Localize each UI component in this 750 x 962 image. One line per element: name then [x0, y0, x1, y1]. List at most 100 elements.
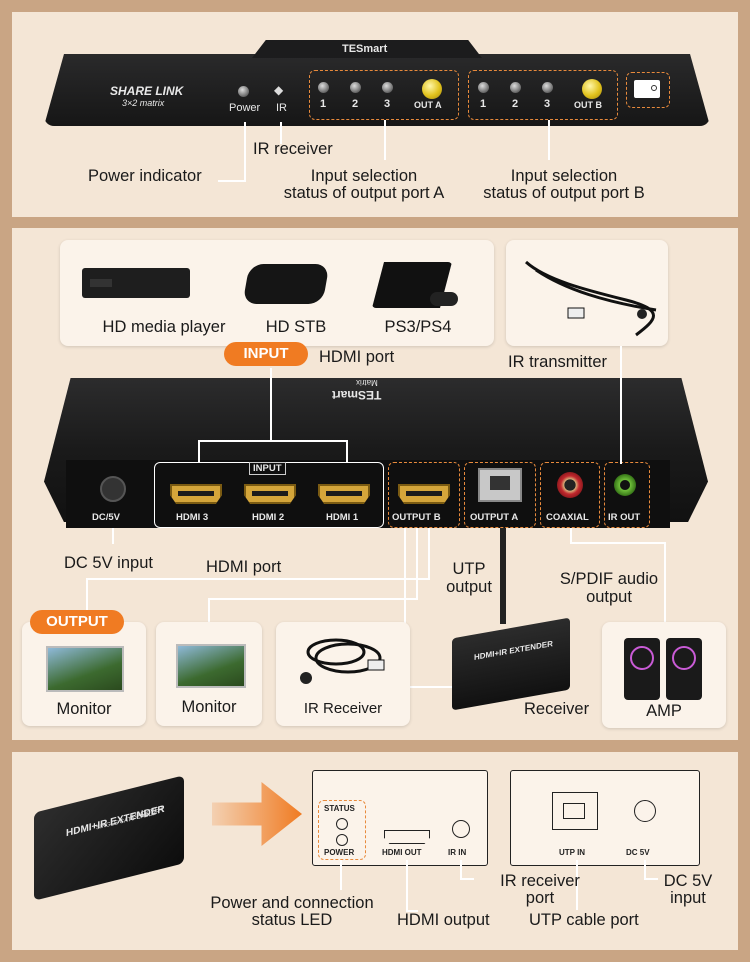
speaker-right-icon — [666, 638, 702, 700]
ir-receiver-label: IR receiver — [253, 140, 333, 158]
monitor-card-2: Monitor — [156, 622, 262, 726]
num-b-3: 3 — [544, 98, 551, 110]
coaxial-port — [557, 472, 583, 498]
hdmi-port-top-label: HDMI port — [319, 348, 395, 366]
output-label-3: IR Receiver — [303, 700, 383, 717]
out-b-label: OUT B — [574, 100, 602, 110]
out-a-button[interactable] — [422, 79, 442, 99]
rj45-port — [478, 468, 522, 502]
hdmi1-label: HDMI 1 — [326, 512, 359, 523]
input-badge: INPUT — [224, 342, 308, 366]
num-b-1: 1 — [480, 98, 487, 110]
hdmi-out-label: HDMI OUT — [382, 848, 422, 857]
num-b-2: 2 — [512, 98, 519, 110]
out-a-label: OUT A — [414, 100, 442, 110]
coaxial-label: COAXIAL — [546, 512, 589, 523]
spdif-label-2: output — [586, 588, 632, 606]
output-label-2: Monitor — [181, 698, 237, 716]
rear-panel-section: HD media player HD STB PS3/PS4 INPUT HDM… — [12, 228, 738, 740]
source-label-1: HD media player — [102, 318, 226, 336]
stb-icon — [242, 264, 330, 304]
receiver-device — [452, 617, 570, 711]
ir-port-label-2: port — [525, 889, 555, 907]
hdmi2-port — [244, 484, 296, 504]
ir-receiver-card: IR Receiver — [276, 622, 410, 726]
led-b-3 — [542, 82, 553, 93]
power-indicator-label: Power indicator — [88, 167, 202, 185]
led-a-1 — [318, 82, 329, 93]
media-player-icon — [82, 268, 190, 298]
hdmi3-port — [170, 484, 222, 504]
dc-jack — [100, 476, 126, 502]
output-b-label: OUTPUT B — [392, 512, 441, 523]
input-group-label: INPUT — [249, 462, 286, 475]
output-a-label: OUTPUT A — [470, 512, 519, 523]
source-label-2: HD STB — [265, 318, 327, 336]
rear-logo: TESmart — [332, 388, 382, 402]
output-a-indicator-group — [309, 70, 459, 120]
dc-label-2: input — [670, 889, 706, 907]
hdmi-out-port — [384, 830, 430, 844]
ir-transmitter-cable-icon — [524, 260, 657, 337]
hdmi2-label: HDMI 2 — [252, 512, 285, 523]
hdmi-output-label: HDMI output — [397, 911, 490, 929]
amp-label: AMP — [646, 702, 682, 720]
switch-off-icon — [651, 85, 657, 91]
dc-input-label: DC 5V input — [64, 554, 153, 572]
power-switch-frame — [626, 72, 670, 108]
utp-in-port — [552, 792, 598, 830]
spdif-label-1: S/PDIF audio — [559, 570, 659, 588]
num-a-1: 1 — [320, 98, 327, 110]
rear-logo-sub: Matrix — [356, 378, 378, 387]
power-switch[interactable] — [634, 80, 660, 98]
output-b-frame — [388, 462, 460, 528]
output-a-frame — [464, 462, 536, 528]
ir-out-frame — [604, 462, 650, 528]
status-b-line2: status of output port B — [483, 184, 645, 202]
led-a-2 — [350, 82, 361, 93]
monitor-card-1: Monitor — [22, 622, 146, 726]
utp-cable — [500, 528, 506, 624]
out-b-button[interactable] — [582, 79, 602, 99]
led-b-1 — [478, 82, 489, 93]
output-b-port — [398, 484, 450, 504]
device-top-ridge — [252, 40, 482, 58]
status-led — [336, 818, 348, 830]
utp-in-label: UTP IN — [559, 848, 586, 857]
power-small-label: POWER — [324, 848, 355, 857]
source-label-3: PS3/PS4 — [384, 318, 452, 336]
status-a-line2: status of output port A — [283, 184, 445, 202]
power-led — [238, 86, 249, 97]
ir-label: IR — [276, 102, 287, 114]
status-led-frame — [318, 800, 366, 860]
output-label-1: Monitor — [56, 700, 112, 718]
output-b-indicator-group — [468, 70, 618, 120]
utp-label-2: output — [446, 578, 492, 596]
coaxial-frame — [540, 462, 600, 528]
hdmi1-port — [318, 484, 370, 504]
dc-5v-label: DC 5V — [626, 848, 650, 857]
sources-card: HD media player HD STB PS3/PS4 — [60, 240, 494, 346]
receiver-detail-section: HDMI+IR EXTENDER SINGLE CAT6 CABLE RECEI… — [12, 752, 738, 950]
ir-transmitter-label: IR transmitter — [508, 353, 608, 371]
num-a-2: 2 — [352, 98, 359, 110]
brand-logo: SHARE LINK — [110, 84, 184, 98]
led-a-3 — [382, 82, 393, 93]
monitor-icon — [46, 646, 124, 692]
hdmi3-label: HDMI 3 — [176, 512, 209, 523]
status-b-line1: Input selection — [510, 167, 618, 185]
speaker-left-icon — [624, 638, 660, 700]
led-label-1: Power and connection — [210, 894, 374, 912]
ir-in-port — [452, 820, 470, 838]
power-led-small — [336, 834, 348, 846]
hdmi-port-bottom-label: HDMI port — [206, 558, 282, 576]
extender-device — [34, 775, 184, 901]
ir-out-jack — [614, 474, 636, 496]
output-badge: OUTPUT — [30, 610, 124, 634]
power-label: Power — [229, 102, 261, 114]
led-label-2: status LED — [251, 911, 333, 929]
ir-out-label: IR OUT — [608, 512, 641, 523]
dc-5v-port — [634, 800, 656, 822]
ir-receiver-icon: ◆ — [274, 83, 284, 97]
dc-label: DC/5V — [92, 512, 120, 523]
